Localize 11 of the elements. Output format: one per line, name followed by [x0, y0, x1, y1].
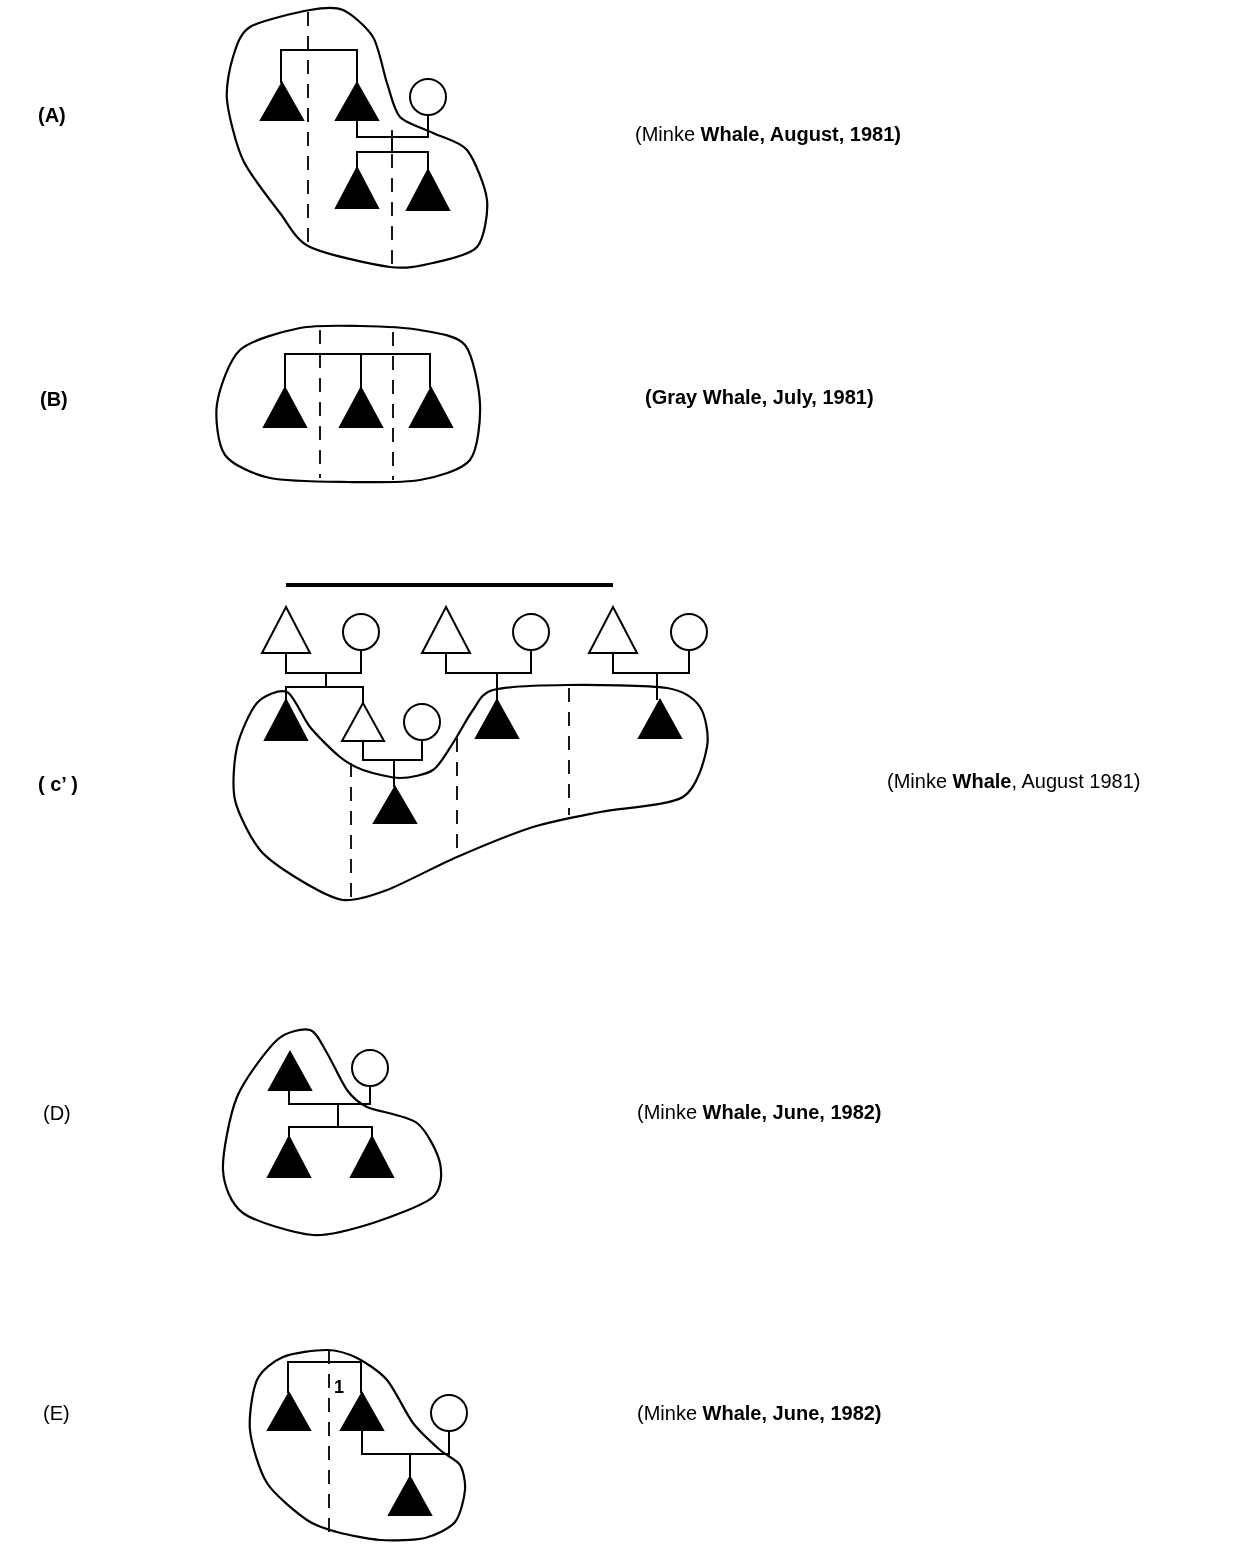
caption: (Minke Whale, June, 1982) [637, 1100, 882, 1124]
panel-letter: ( c’ ) [38, 772, 78, 796]
panel-letter: (D) [43, 1101, 71, 1125]
panel-letter: (A) [38, 103, 66, 127]
caption: (Minke Whale, August, 1981) [635, 122, 901, 146]
caption: (Gray Whale, July, 1981) [645, 385, 874, 409]
caption: (Minke Whale, June, 1982) [637, 1401, 882, 1425]
panel-letter: (B) [40, 387, 68, 411]
caption: (Minke Whale, August 1981) [887, 769, 1141, 793]
number-label: 1 [334, 1377, 344, 1399]
panel-letter: (E) [43, 1401, 70, 1425]
